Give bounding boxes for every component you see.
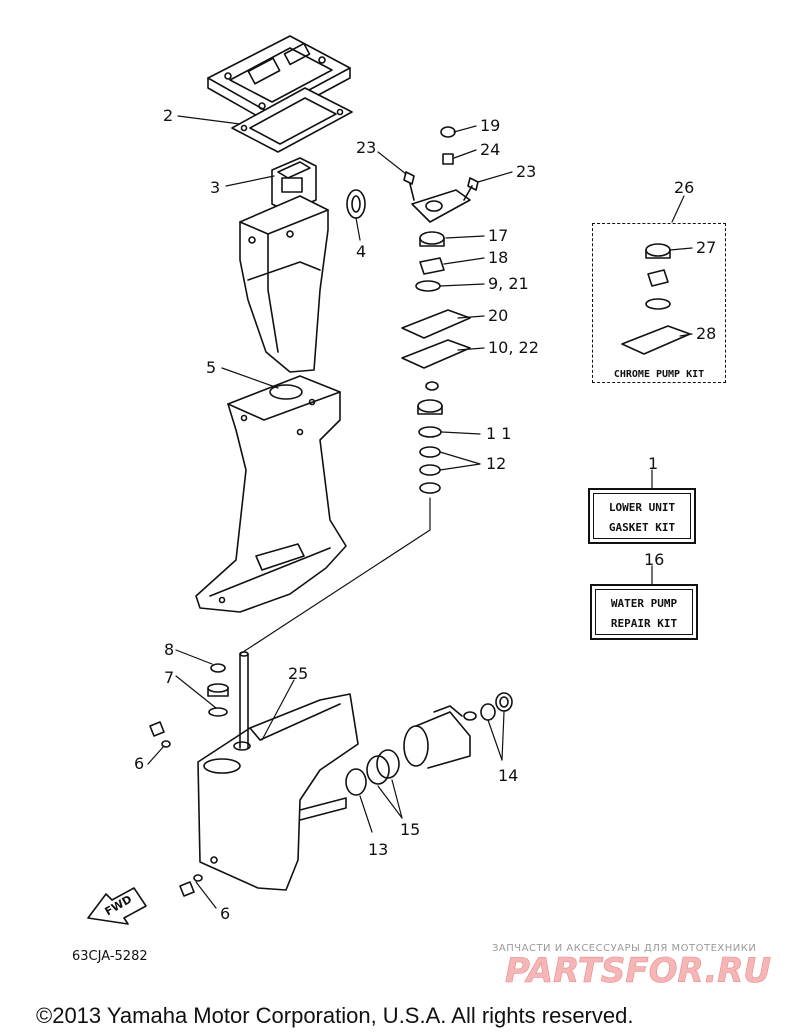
copyright-footer: ©2013 Yamaha Motor Corporation, U.S.A. A…	[36, 1003, 634, 1028]
gasket-part-2	[231, 87, 353, 153]
callout-20: 20	[488, 306, 509, 325]
bolt-part-6	[149, 721, 203, 897]
callout-12: 12	[486, 454, 507, 473]
callout-3: 3	[210, 178, 221, 197]
propeller-housing	[403, 692, 513, 769]
callout-2: 2	[163, 106, 174, 125]
callout-13: 13	[368, 840, 389, 859]
callout-9-21: 9, 21	[488, 274, 529, 293]
diagram-code: 63CJA-5282	[72, 949, 148, 964]
callout-27: 27	[696, 238, 717, 257]
callout-15: 15	[400, 820, 421, 839]
lower-unit-gasket-kit-box: LOWER UNIT GASKET KIT	[588, 488, 696, 544]
callout-18: 18	[488, 248, 509, 267]
watermark-logo: PARTSFOR.RU	[505, 951, 772, 990]
lower-casing	[195, 375, 347, 613]
water-pump-repair-kit-box: WATER PUMP REPAIR KIT	[590, 584, 698, 640]
o-rings-13-15	[345, 749, 400, 796]
fwd-arrow	[87, 887, 147, 925]
bushing-part-7-8	[207, 663, 229, 717]
oil-seal-part-4	[346, 189, 366, 219]
lower-unit-kit-line1: LOWER UNIT	[608, 501, 676, 514]
upper-casing	[239, 195, 329, 373]
callout-23-right: 23	[516, 162, 537, 181]
callout-7: 7	[164, 668, 175, 687]
callout-6-upper: 6	[134, 754, 145, 773]
callout-4: 4	[356, 242, 367, 261]
callout-11: 1 1	[486, 424, 512, 443]
watermark-tagline: ЗАПЧАСТИ И АКСЕССУАРЫ ДЛЯ МОТОТЕХНИКИ	[492, 943, 757, 954]
callout-25: 25	[288, 664, 309, 683]
callout-10-22: 10, 22	[488, 338, 539, 357]
callout-23-left: 23	[356, 138, 377, 157]
callout-1: 1	[648, 454, 659, 473]
water-pump-stack	[401, 126, 471, 494]
water-pump-kit-line2: REPAIR KIT	[610, 617, 678, 630]
gearcase	[197, 693, 359, 891]
callout-26: 26	[674, 178, 695, 197]
callout-28: 28	[696, 324, 717, 343]
leader-lines	[147, 115, 693, 909]
watermark-logo-text: PARTSFOR.RU	[505, 951, 771, 990]
callout-6-lower: 6	[220, 904, 231, 923]
bolts-part-23	[403, 171, 479, 201]
callout-19: 19	[480, 116, 501, 135]
callout-16: 16	[644, 550, 665, 569]
lower-unit-kit-line2: GASKET KIT	[608, 521, 676, 534]
callout-5: 5	[206, 358, 217, 377]
callout-14: 14	[498, 766, 519, 785]
callout-17: 17	[488, 226, 509, 245]
water-pump-kit-line1: WATER PUMP	[610, 597, 678, 610]
chrome-pump-kit-box: CHROME PUMP KIT	[592, 223, 726, 383]
callout-24: 24	[480, 140, 501, 159]
chrome-pump-kit-label: CHROME PUMP KIT	[613, 369, 705, 380]
callout-8: 8	[164, 640, 175, 659]
